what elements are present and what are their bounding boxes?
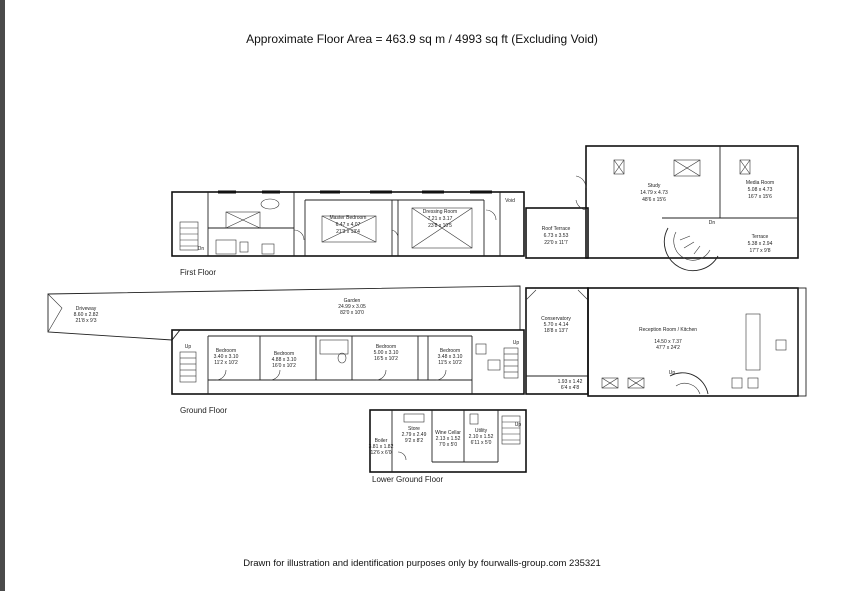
bedroom-3-dims-imperial: 16'5 x 10'2 [374, 356, 398, 362]
wine-cellar-dims-imperial: 7'0 x 5'0 [439, 442, 458, 448]
lower-ground-floor-label: Lower Ground Floor [372, 475, 443, 484]
terrace-dims-imperial: 17'7 x 9'8 [749, 248, 770, 254]
first-floor-dn-marker: Dn [198, 246, 205, 252]
media-room-dims-imperial: 16'7 x 15'6 [748, 194, 772, 200]
study-name: Study [648, 183, 661, 189]
lower-ground-floor-plan [369, 409, 527, 473]
boiler-name: Boiler [375, 438, 388, 444]
store-dims-imperial: 9'2 x 8'2 [405, 438, 424, 444]
ground-floor-plan [47, 285, 807, 397]
ground-floor-label: Ground Floor [180, 406, 227, 415]
driveway-dims: 8.60 x 2.82 [74, 312, 99, 318]
master-bedroom-name: Master Bedroom [330, 215, 367, 221]
reception-outline [587, 287, 799, 397]
first-floor-stair-dn-marker: Dn [709, 220, 716, 226]
garden-dims-imperial: 82'0 x 10'0 [340, 310, 364, 316]
store-dims: 2.79 x 2.49 [402, 432, 427, 438]
boiler-dims-imperial: 12'6 x 6'0 [370, 450, 391, 456]
media-room-name: Media Room [746, 180, 774, 186]
reception-name: Reception Room / Kitchen [639, 327, 697, 333]
bedroom-3-name: Bedroom [376, 344, 396, 350]
first-floor-left-block [171, 191, 525, 257]
ground-floor-left-block [171, 329, 525, 395]
bedroom-4-dims: 3.48 x 3.10 [438, 354, 463, 360]
wine-cellar-name: Wine Cellar [435, 430, 461, 436]
wine-cellar-dims: 2.13 x 1.52 [436, 436, 461, 442]
bedroom-4-dims-imperial: 11'5 x 10'2 [438, 360, 462, 366]
bedroom-4-name: Bedroom [440, 348, 460, 354]
small-room-dims: 1.93 x 1.42 [558, 379, 583, 385]
conservatory-dims: 5.70 x 4.14 [544, 322, 569, 328]
ground-up-marker-left: Up [185, 344, 192, 350]
page-title: Approximate Floor Area = 463.9 sq m / 49… [246, 32, 598, 46]
roof-terrace-dims: 6.73 x 3.53 [544, 233, 569, 239]
study-dims: 14.79 x 4.73 [640, 190, 668, 196]
conservatory-dims-imperial: 18'8 x 13'7 [544, 328, 568, 334]
bedroom-3-dims: 5.00 x 3.10 [374, 350, 399, 356]
utility-dims-imperial: 6'11 x 5'0 [471, 440, 492, 446]
dressing-room-dims-imperial: 23'8 x 10'5 [428, 223, 452, 229]
bedroom-1-dims: 3.40 x 3.10 [214, 354, 239, 360]
void-label: Void [505, 198, 515, 204]
media-room-dims: 5.08 x 4.73 [748, 187, 773, 193]
boiler-dims: 3.81 x 1.82 [369, 444, 394, 450]
roof-terrace-name: Roof Terrace [542, 226, 571, 232]
utility-name: Utility [475, 428, 488, 434]
first-floor-plan [171, 145, 799, 272]
driveway-dims-imperial: 21'8 x 9'3 [75, 318, 96, 324]
reception-dims-imperial: 47'7 x 24'2 [656, 345, 680, 351]
ground-up-marker-right: Up [513, 340, 520, 346]
bedroom-2-name: Bedroom [274, 351, 294, 357]
master-bedroom-dims: 6.47 x 4.07 [336, 222, 361, 228]
utility-dims: 2.10 x 1.52 [469, 434, 494, 440]
store-name: Store [408, 426, 420, 432]
garden-name: Garden [344, 298, 361, 304]
master-bedroom-dims-imperial: 21'3 x 13'4 [336, 229, 360, 235]
small-room-dims-imperial: 6'4 x 4'8 [561, 385, 580, 391]
ground-up-marker-stair: Up [669, 370, 676, 376]
garden-dims: 24.99 x 3.05 [338, 304, 366, 310]
page-edge-bar [0, 0, 5, 591]
first-floor-right-block [585, 145, 799, 259]
bedroom-1-name: Bedroom [216, 348, 236, 354]
first-floor-label: First Floor [180, 268, 216, 277]
roof-terrace-dims-imperial: 22'0 x 11'7 [544, 240, 568, 246]
lower-up-marker: Up [515, 422, 522, 428]
lower-ground-outline [369, 409, 527, 473]
dressing-room-dims: 7.21 x 3.17 [428, 216, 453, 222]
footer-disclaimer: Drawn for illustration and identificatio… [243, 558, 601, 569]
driveway-name: Driveway [76, 306, 97, 312]
conservatory-name: Conservatory [541, 316, 571, 322]
bedroom-2-dims: 4.88 x 3.10 [272, 357, 297, 363]
bedroom-2-dims-imperial: 16'0 x 10'2 [272, 363, 296, 369]
study-dims-imperial: 48'6 x 15'6 [642, 197, 666, 203]
dressing-room-name: Dressing Room [423, 209, 457, 215]
bedroom-1-dims-imperial: 11'2 x 10'2 [214, 360, 238, 366]
terrace-name: Terrace [752, 234, 769, 240]
roof-terrace-outline [525, 207, 589, 259]
reception-dims: 14.50 x 7.37 [654, 339, 682, 345]
terrace-dims: 5.38 x 2.94 [748, 241, 773, 247]
